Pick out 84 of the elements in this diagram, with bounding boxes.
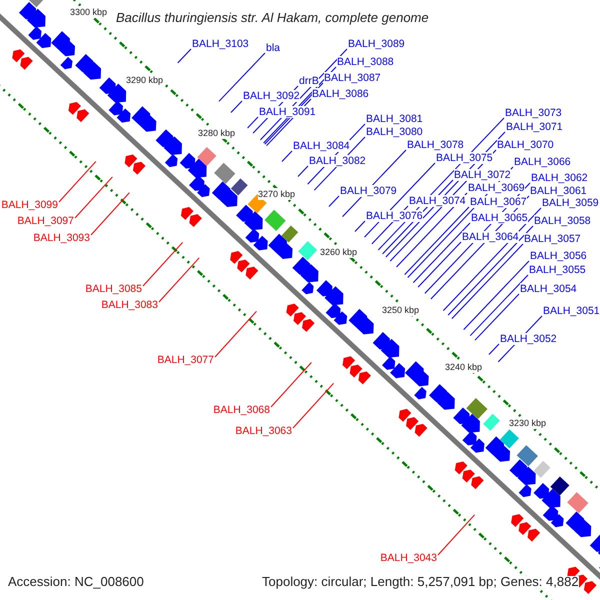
gene-label: BALH_3057 [524, 233, 581, 245]
gene-label: BALH_3054 [520, 283, 577, 295]
scale-tick-label: 3240 kbp [445, 361, 482, 373]
gene-label: BALH_3079 [340, 185, 397, 197]
gene-label: BALH_3066 [514, 156, 571, 168]
gene-label: BALH_3055 [529, 264, 586, 276]
leader-line [292, 382, 334, 428]
gene-label: BALH_3068 [213, 404, 270, 416]
gene-label: BALH_3070 [497, 139, 554, 151]
gene-label: BALH_3062 [531, 172, 588, 184]
leader-line [74, 176, 113, 218]
gene-label: BALH_3077 [157, 354, 214, 366]
gene-label: BALH_3078 [407, 139, 464, 151]
leader-line [418, 242, 462, 288]
leader-line [177, 48, 192, 64]
gene-label: BALH_3059 [542, 197, 599, 209]
gene-label: BALH_3099 [1, 199, 58, 211]
gene-label: BALH_3073 [505, 107, 562, 119]
leader-line [214, 310, 257, 358]
gene-label: BALH_3103 [192, 38, 249, 50]
scale-tick-label: 3300 kbp [70, 6, 108, 18]
gene-label: BALH_3088 [337, 56, 394, 68]
scale-tick-label: 3230 kbp [509, 417, 546, 429]
leader-line [298, 166, 308, 177]
leader-line [247, 116, 258, 128]
gene-label: BALH_3056 [530, 250, 587, 262]
leader-line [230, 100, 242, 113]
gene-label: BALH_3075 [436, 152, 493, 164]
gene-label: BALH_3097 [17, 215, 74, 227]
gene-label: BALH_3063 [235, 425, 292, 437]
gene-label: BALH_3085 [85, 283, 142, 295]
leader-line [90, 192, 130, 236]
leader-line [438, 514, 476, 556]
leader-line [451, 244, 524, 320]
gene-label: BALH_3071 [506, 121, 563, 133]
gene-label: BALH_3080 [366, 126, 423, 138]
leader-line [142, 242, 184, 286]
footer-text: Topology: circular; Length: 5,257,091 bp; Genes: 4,882 [262, 576, 579, 588]
scale-tick-label: 3270 kbp [258, 188, 296, 200]
scale-tick-label: 3260 kbp [320, 246, 358, 258]
scale-tick-label: 3290 kbp [126, 74, 164, 86]
leader-line [328, 196, 340, 207]
gene-label: BALH_3083 [101, 299, 158, 311]
leader-line [448, 226, 534, 316]
gene-label: BALH_3052 [500, 333, 557, 345]
gene-label: BALH_3051 [543, 305, 600, 317]
gene-label: BALH_3065 [471, 212, 528, 224]
gene-label: drrB [299, 75, 319, 87]
leader-line [158, 257, 200, 302]
gene-label: BALH_3086 [312, 88, 369, 100]
gene-label: BALH_3076 [366, 210, 423, 222]
gene-label: BALH_3091 [259, 106, 316, 118]
leader-line [270, 362, 312, 408]
leader-line [218, 52, 266, 102]
leader-line [354, 220, 366, 232]
leader-line [474, 294, 520, 341]
gene-label: bla [266, 42, 280, 54]
leader-line [488, 344, 500, 355]
gene-label: BALH_3092 [243, 90, 300, 102]
gene-label: BALH_3074 [409, 195, 466, 207]
gene-label: BALH_3089 [348, 38, 405, 50]
gene-label: BALH_3072 [454, 169, 511, 181]
leader-line [470, 274, 528, 336]
gene-label: BALH_3058 [534, 215, 591, 227]
gene-label: BALH_3082 [309, 155, 366, 167]
title: Bacillus thuringiensis str. Al Hakam, complete genome [116, 10, 429, 26]
leader-line [412, 222, 470, 284]
leader-line [58, 160, 96, 202]
leader-line [463, 260, 530, 330]
gene-label: BALH_3087 [324, 72, 381, 84]
footer-text: Accession: NC_008600 [8, 576, 144, 588]
gene-label: BALH_3064 [462, 231, 519, 243]
scale-tick-label: 3250 kbp [382, 304, 420, 316]
leader-line [442, 208, 542, 312]
leader-line [282, 150, 292, 162]
gene-label: BALH_3084 [293, 140, 350, 152]
gene-label: BALH_3093 [33, 232, 90, 244]
gene-label: BALH_3069 [468, 182, 525, 194]
gene-label: BALH_3081 [366, 113, 423, 125]
gene-label: BALH_3061 [530, 185, 587, 197]
scale-tick-label: 3280 kbp [198, 127, 236, 139]
leader-line [404, 206, 470, 276]
gene-label: BALH_3043 [380, 552, 437, 564]
gene-label: BALH_3067 [470, 196, 527, 208]
